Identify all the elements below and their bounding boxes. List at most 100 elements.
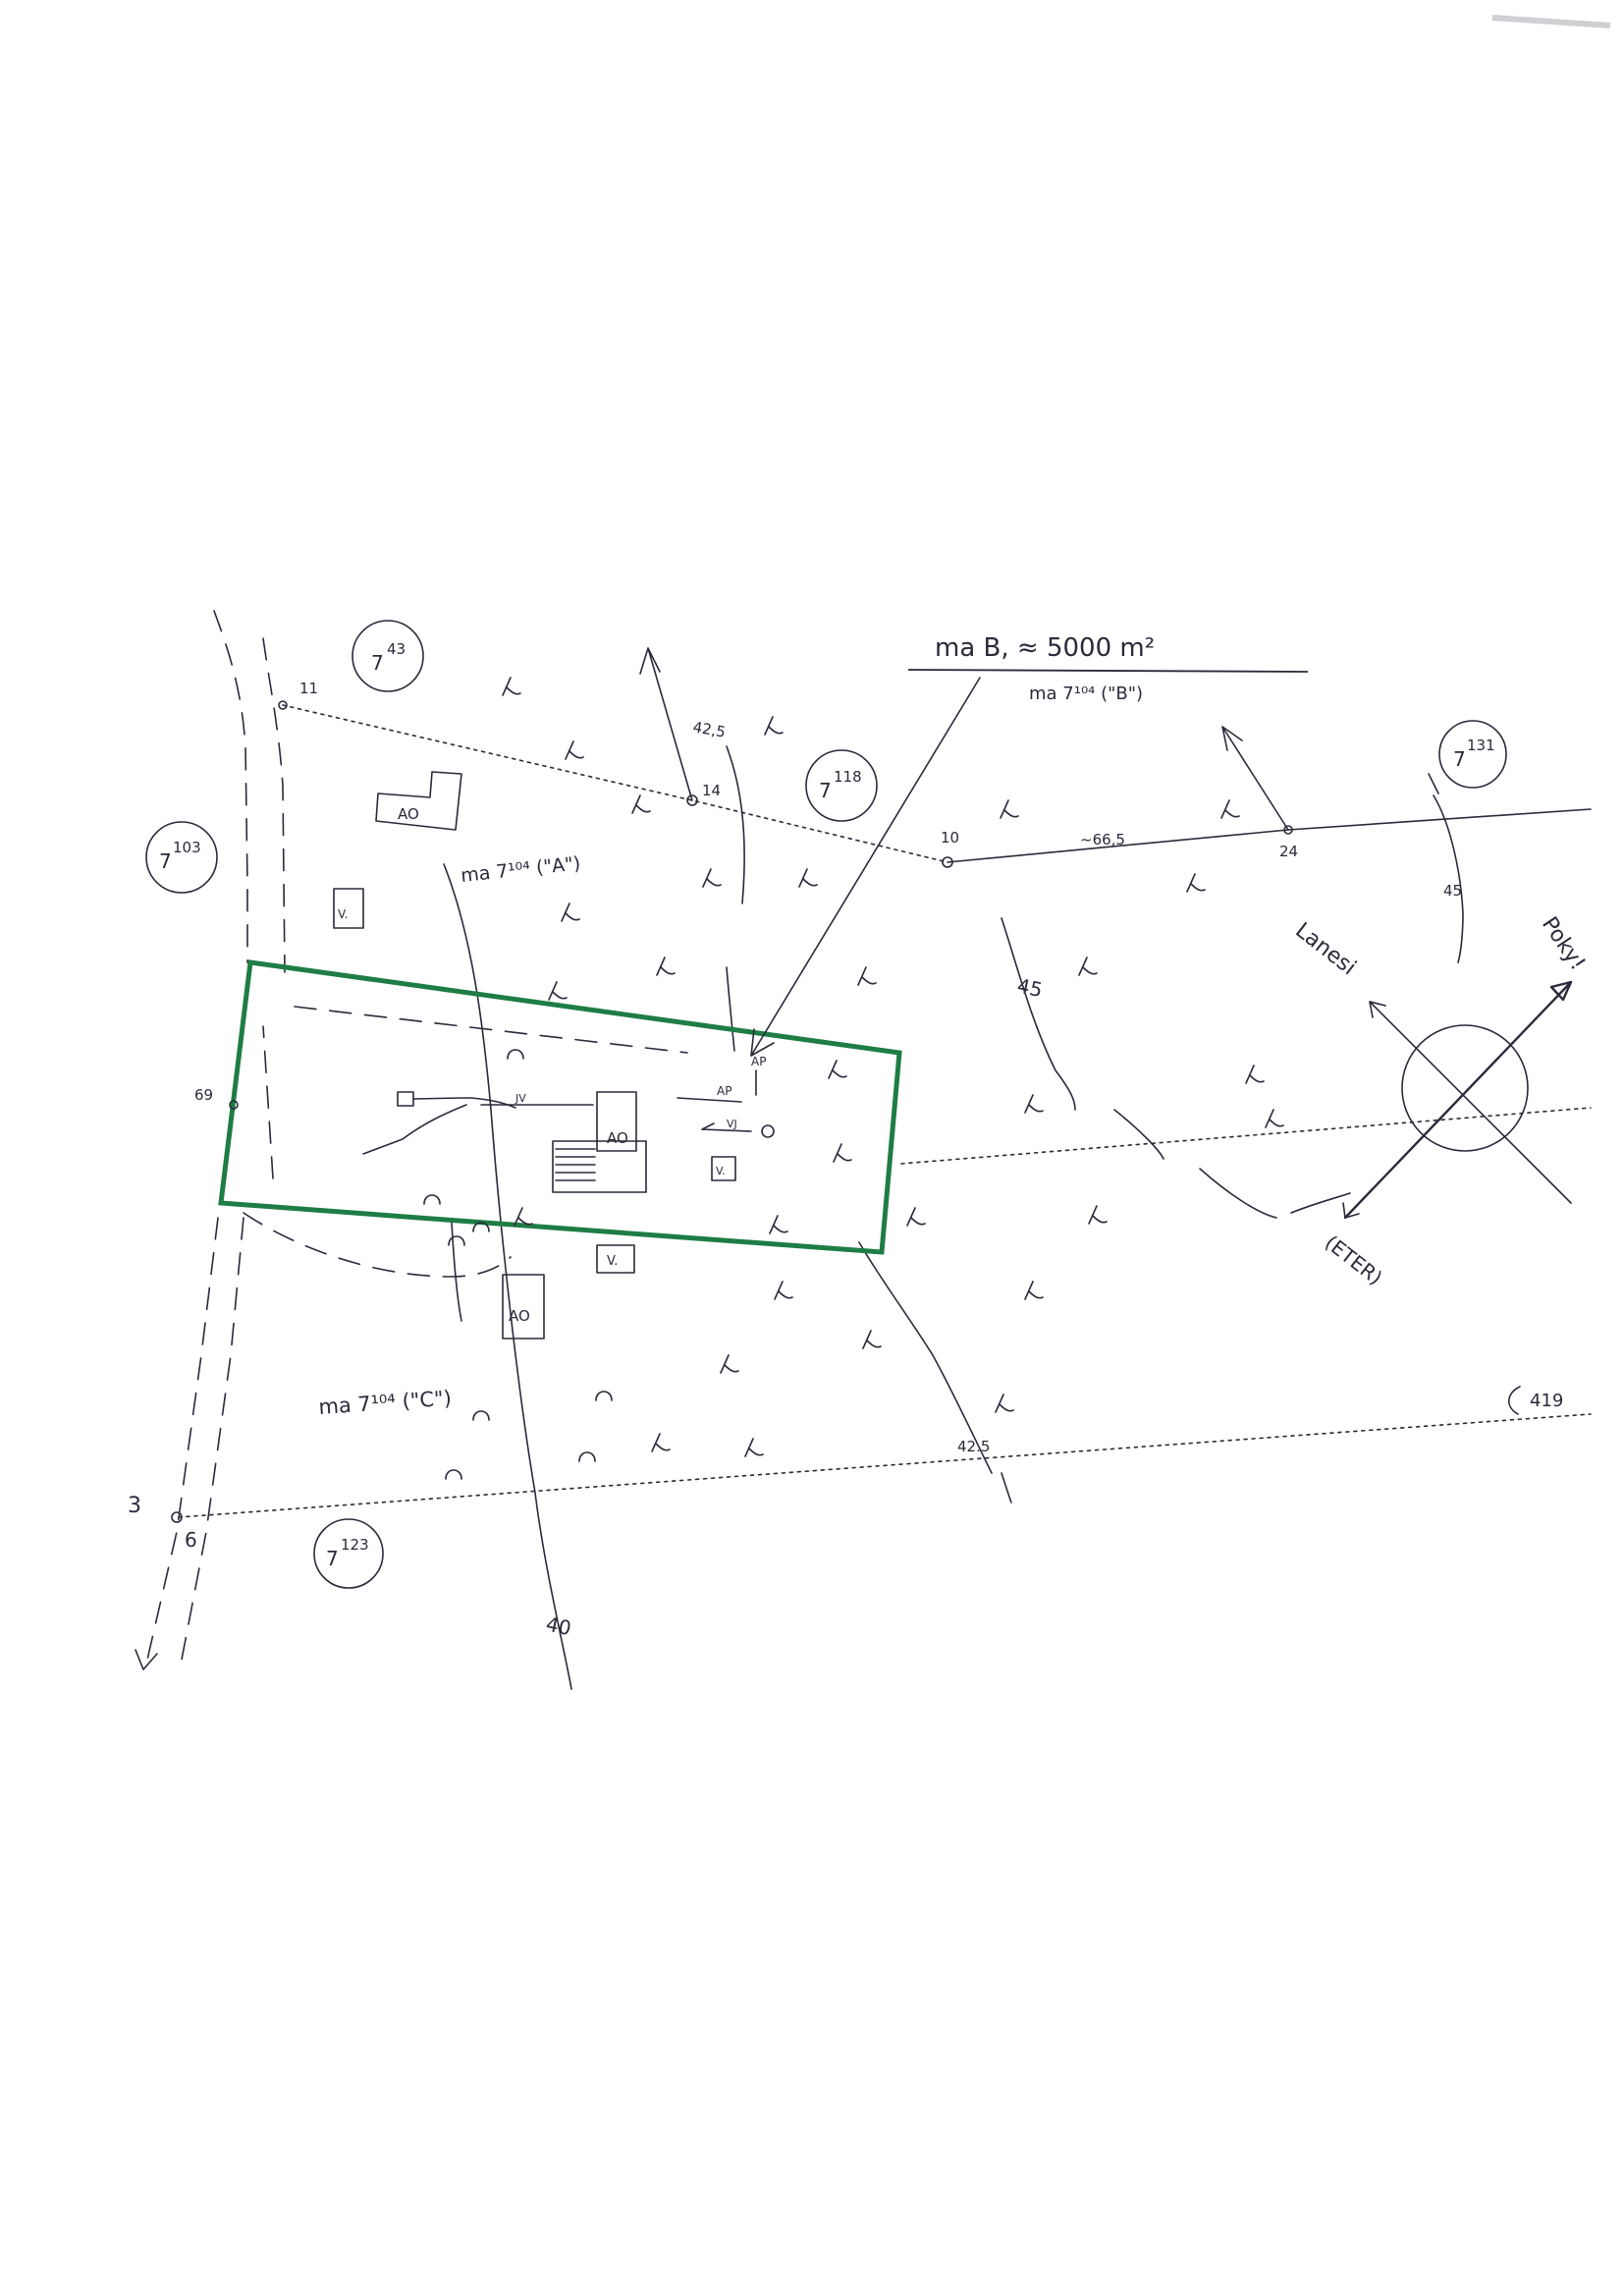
building-v-south: V. bbox=[596, 1244, 635, 1274]
annotation-a: ma 7¹⁰⁴ ("A") bbox=[460, 852, 581, 887]
contour-40 bbox=[443, 863, 572, 1690]
arrow-point-24 bbox=[1221, 726, 1289, 831]
grass-symbol-icon bbox=[631, 794, 651, 814]
grass-symbol-icon bbox=[995, 1394, 1014, 1413]
header-parcel-label: ma 7¹⁰⁴ ("B") bbox=[1029, 683, 1143, 704]
contour-42-5-south bbox=[858, 1241, 1012, 1503]
utility-jv-label: JV bbox=[514, 1092, 526, 1105]
parcel-7-131-base: 7 bbox=[1453, 747, 1466, 771]
grass-symbol-icon bbox=[833, 1143, 852, 1163]
contour-label-45-northeast: 45 bbox=[1443, 882, 1462, 900]
point-6: 6 bbox=[185, 1528, 197, 1552]
grass-symbol-icon bbox=[656, 957, 676, 976]
grass-symbol-icon bbox=[744, 1438, 764, 1457]
parcel-7-131: 7 131 bbox=[1438, 720, 1507, 789]
stairs-icon bbox=[555, 1148, 596, 1181]
bush-symbol-icon bbox=[445, 1469, 462, 1480]
compass-north-left-label: Lanesi bbox=[1290, 918, 1360, 980]
survey-line-10-24 bbox=[947, 808, 1592, 863]
parcel-7-43: 7 43 bbox=[352, 620, 424, 692]
annotation-419: 419 bbox=[1530, 1391, 1563, 1411]
bush-symbol-icon bbox=[472, 1410, 490, 1421]
grass-symbol-icon bbox=[502, 677, 521, 696]
parcel-7-118: 7 118 bbox=[805, 749, 878, 822]
grass-symbol-icon bbox=[1024, 1094, 1044, 1114]
road-edge-right-top bbox=[262, 637, 286, 973]
parcel-7-103: 7 103 bbox=[145, 821, 218, 894]
point-11: 11 bbox=[299, 680, 318, 697]
grass-symbol-icon bbox=[1024, 1281, 1044, 1300]
contour-45-northeast bbox=[1433, 794, 1464, 963]
point-10: 10 bbox=[941, 829, 959, 847]
grass-symbol-icon bbox=[1000, 799, 1019, 819]
bush-symbol-icon bbox=[448, 1235, 465, 1246]
survey-line-east bbox=[900, 1107, 1592, 1165]
bush-symbol-icon bbox=[595, 1391, 613, 1401]
grass-symbol-icon bbox=[1245, 1065, 1265, 1084]
contour-42-5-north bbox=[726, 745, 745, 1052]
point-3: 3 bbox=[128, 1494, 141, 1518]
scan-edge-mark bbox=[1491, 15, 1611, 28]
parcel-7-43-base: 7 bbox=[371, 651, 384, 675]
utilities: JV AP VJ AP bbox=[362, 1055, 775, 1155]
header-rule bbox=[907, 669, 1309, 673]
road-edge-right-bottom bbox=[181, 1217, 244, 1661]
parcel-7-103-base: 7 bbox=[159, 849, 172, 873]
grass-symbol-icon bbox=[774, 1281, 793, 1300]
parcel-7-123: 7 123 bbox=[313, 1518, 384, 1589]
parcel-7-103-sup: 103 bbox=[173, 839, 201, 856]
arrow-header-to-parcel bbox=[750, 677, 981, 1057]
survey-points: 11 14 10 24 69 3 6 bbox=[128, 680, 1298, 1552]
grass-symbol-icon bbox=[1265, 1109, 1284, 1128]
contour-45-north bbox=[1001, 917, 1076, 1111]
compass-north-arrow bbox=[1343, 980, 1573, 1220]
grass-symbol-icon bbox=[1088, 1205, 1108, 1225]
compass-axis-nw-se bbox=[1369, 1001, 1572, 1204]
grass-symbol-icon bbox=[764, 716, 784, 736]
building-ao-north-label: AO bbox=[398, 805, 419, 823]
building-ao-south-label: AO bbox=[509, 1307, 530, 1325]
parcel-7-123-sup: 123 bbox=[341, 1536, 369, 1554]
parcel-boundary bbox=[218, 959, 902, 1255]
compass-circle bbox=[1401, 1024, 1529, 1152]
grass-symbol-icon bbox=[906, 1207, 926, 1227]
bush-symbol-icon bbox=[578, 1451, 596, 1462]
well-icon bbox=[761, 1124, 775, 1138]
inner-path-dashed bbox=[243, 1006, 688, 1278]
contour-label-42-5-south: 42.5 bbox=[957, 1438, 990, 1455]
grass-symbol-icon bbox=[862, 1330, 882, 1349]
inner-marks bbox=[677, 1069, 757, 1103]
utility-arrow-icon bbox=[701, 1122, 752, 1132]
building-v-north-label: V. bbox=[338, 907, 348, 921]
grass-symbol-icon bbox=[857, 966, 877, 986]
grass-symbol-icon bbox=[561, 902, 580, 922]
grass-symbol-icon bbox=[769, 1215, 788, 1234]
contour-small bbox=[451, 1222, 462, 1322]
utility-ap-label: AP bbox=[717, 1084, 731, 1098]
arrow-point-14 bbox=[639, 647, 693, 801]
contour-label-45: 45 bbox=[1015, 973, 1045, 1002]
contour-label-42-5-north: 42,5 bbox=[691, 718, 727, 741]
point-69: 69 bbox=[194, 1086, 213, 1104]
grass-symbol-icon bbox=[1220, 799, 1240, 819]
grass-symbol-icon bbox=[798, 868, 818, 888]
point-14: 14 bbox=[702, 782, 721, 799]
grass-symbol-icon bbox=[1078, 957, 1098, 976]
annotation-c: ma 7¹⁰⁴ ("C") bbox=[318, 1387, 453, 1419]
grass-symbol-icon bbox=[702, 868, 722, 888]
parcel-7-131-sup: 131 bbox=[1467, 737, 1495, 754]
parcel-7-118-sup: 118 bbox=[834, 768, 862, 786]
arrows bbox=[639, 647, 1439, 1057]
bush-symbol-icon bbox=[423, 1194, 441, 1205]
grass-symbol-icon bbox=[514, 1207, 533, 1227]
road-arrow-icon bbox=[135, 1649, 158, 1670]
distance-label: ~66,5 bbox=[1080, 831, 1125, 848]
building-ao-north: AO bbox=[375, 771, 462, 831]
survey-line-6 bbox=[178, 1413, 1592, 1518]
parcel-7-118-base: 7 bbox=[819, 779, 832, 802]
bush-symbol-icon bbox=[507, 1049, 524, 1060]
grass-symbol-icon bbox=[548, 981, 568, 1001]
compass-south-arrowhead bbox=[1342, 1202, 1360, 1219]
